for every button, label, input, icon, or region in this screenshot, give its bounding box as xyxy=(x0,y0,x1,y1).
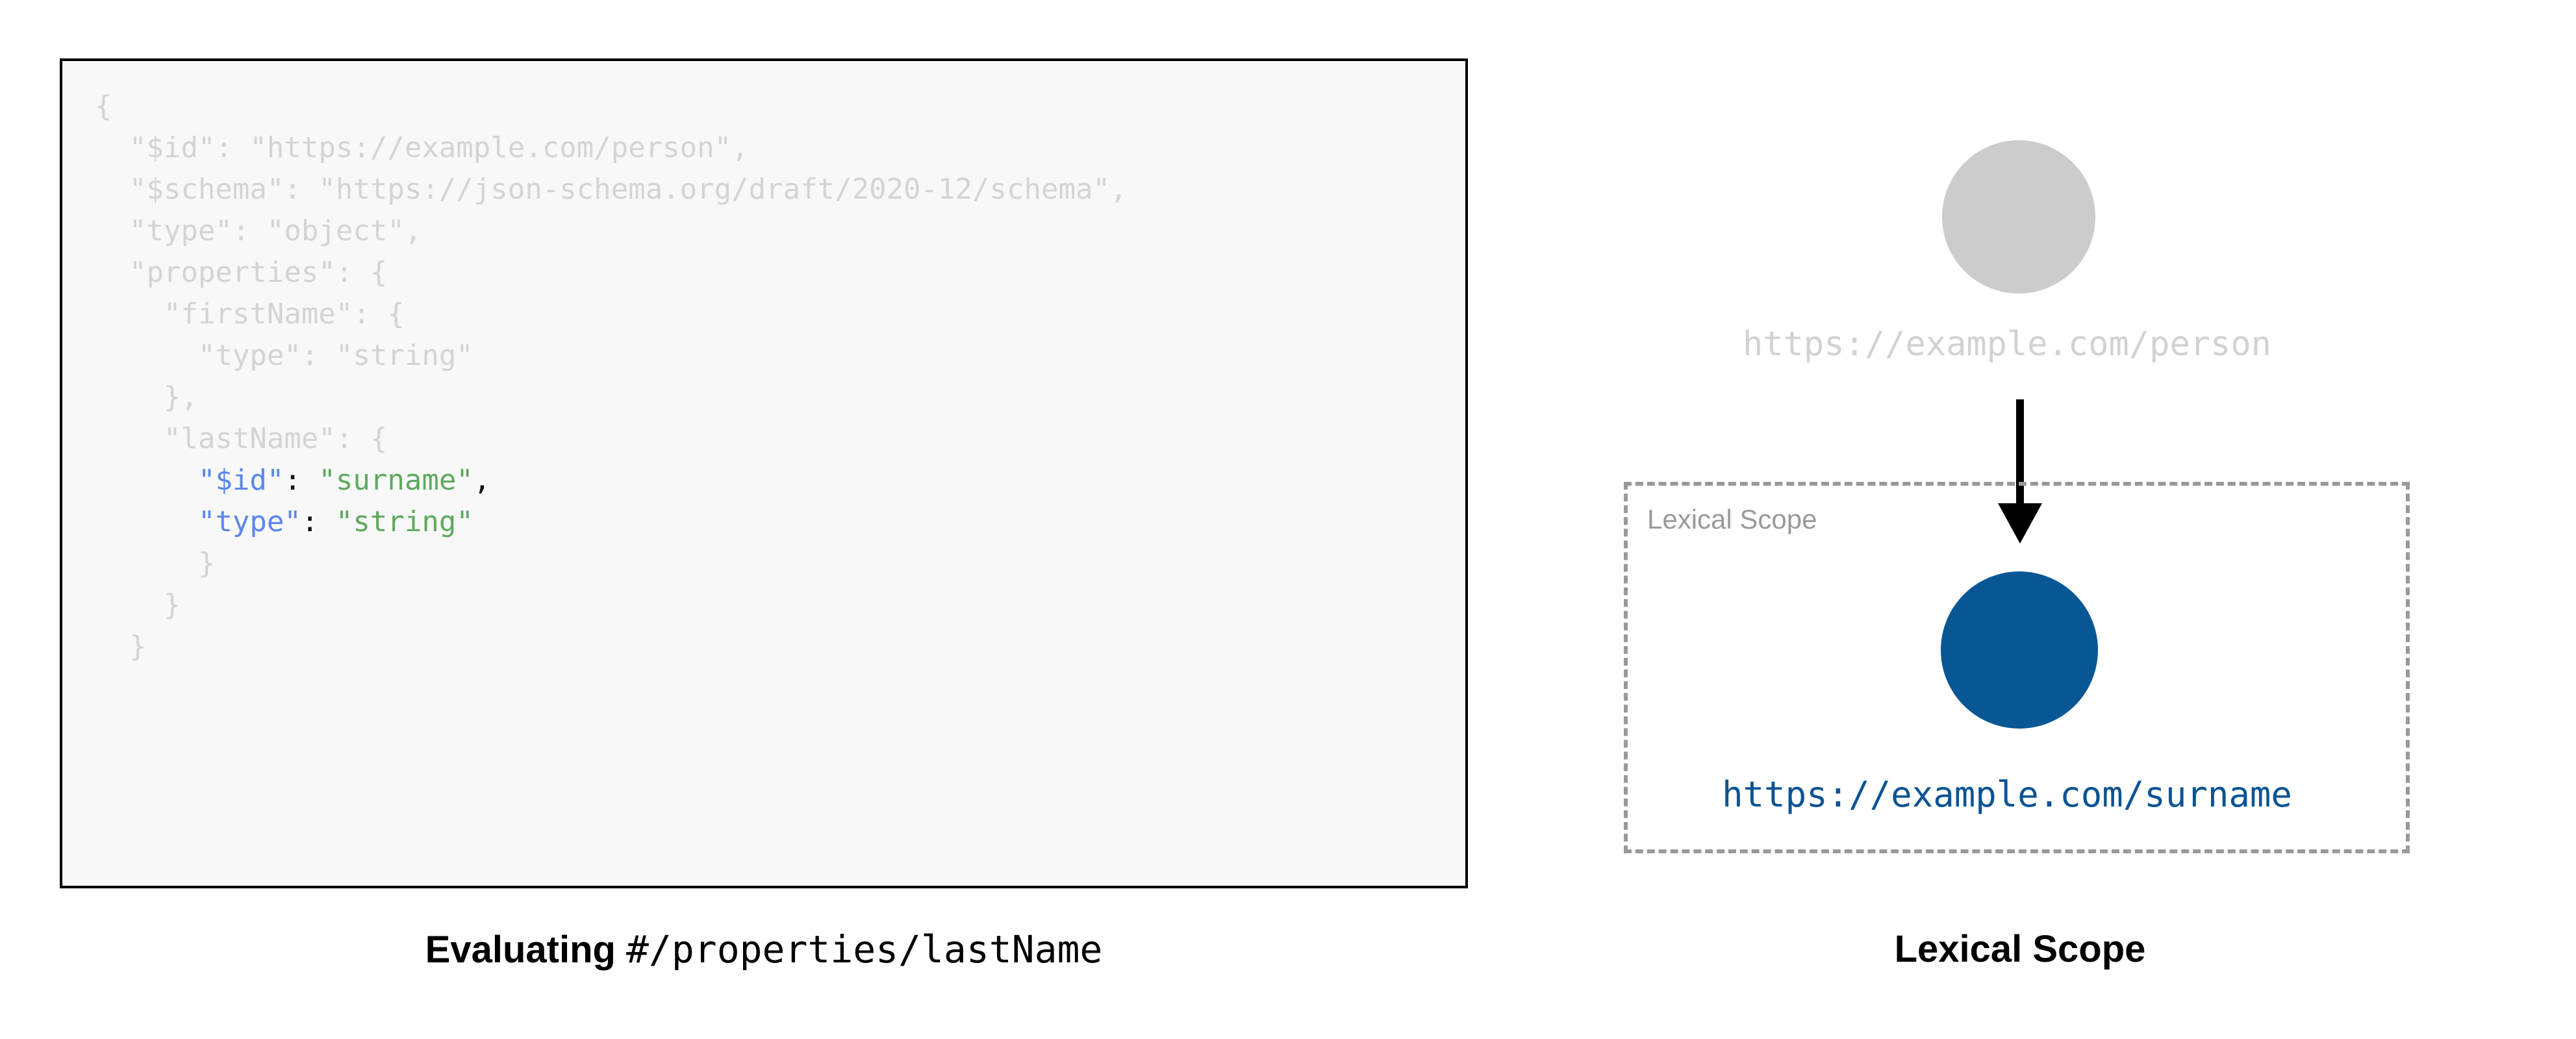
json-schema-code-block: { "$id": "https://example.com/person", "… xyxy=(60,58,1468,888)
code-token: "lastName": { xyxy=(163,422,388,455)
code-token: "type": "object", xyxy=(129,214,422,247)
arrow-down-icon xyxy=(1998,399,2042,544)
code-token: , xyxy=(473,464,491,497)
json-schema-code-listing: { "$id": "https://example.com/person", "… xyxy=(95,86,1127,668)
outer-schema-node-circle xyxy=(1942,140,2095,294)
schema-code-panel: { "$id": "https://example.com/person", "… xyxy=(60,58,1468,971)
code-token: } xyxy=(197,547,216,580)
inner-schema-node-circle xyxy=(1941,571,2098,729)
code-token: "$id" xyxy=(197,464,284,497)
lexical-scope-boundary-box: Lexical Scope xyxy=(1624,482,2410,853)
code-token: } xyxy=(163,588,181,621)
lexical-scope-box-label: Lexical Scope xyxy=(1647,504,1817,534)
code-token: "firstName": { xyxy=(163,297,405,331)
code-token: "string" xyxy=(335,505,474,538)
code-token: { xyxy=(95,90,112,123)
code-token: "$schema": "https://json-schema.org/draf… xyxy=(129,173,1128,206)
code-token: "type" xyxy=(197,505,301,538)
code-token: }, xyxy=(163,381,198,414)
right-panel-caption: Lexical Scope xyxy=(1894,928,2146,970)
inner-schema-node-label: https://example.com/surname xyxy=(1722,774,2292,815)
code-token: "surname" xyxy=(318,464,474,497)
code-token: "properties": { xyxy=(129,256,388,289)
caption-evaluating-label: Evaluating xyxy=(425,929,627,971)
left-panel-caption: Evaluating #/properties/lastName xyxy=(60,927,1468,971)
lexical-scope-diagram-panel: https://example.com/person Lexical Scope… xyxy=(1520,0,2576,1039)
outer-schema-node-label: https://example.com/person xyxy=(1743,325,2271,364)
caption-json-pointer: #/properties/lastName xyxy=(626,927,1103,971)
code-token: : xyxy=(284,464,319,497)
code-token: "type": "string" xyxy=(197,339,474,372)
code-token: } xyxy=(129,630,147,663)
code-token: : xyxy=(301,505,336,538)
code-token: "$id": "https://example.com/person", xyxy=(129,131,749,164)
